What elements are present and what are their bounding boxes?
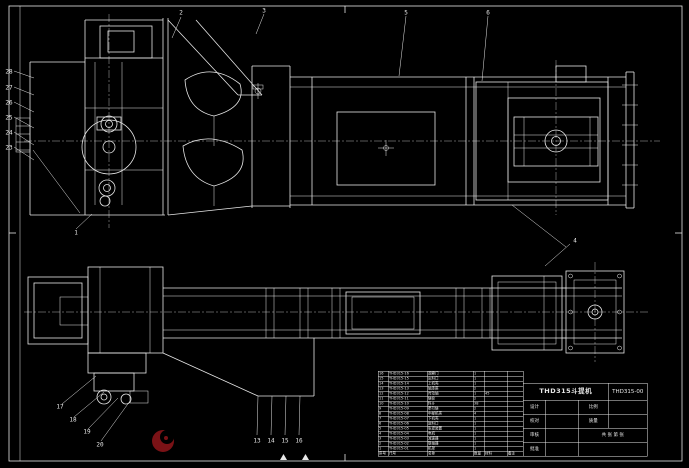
callout-20: 20 [96, 442, 104, 449]
stamp-logo [152, 430, 174, 452]
approve-value [546, 442, 579, 457]
callout-2: 2 [179, 10, 183, 17]
callout-leaders [13, 13, 571, 442]
check-label: 校对 [523, 414, 546, 429]
company-cell [578, 442, 648, 457]
callout-4: 4 [573, 238, 577, 245]
border-tick-mark [280, 454, 287, 460]
bucket [182, 138, 244, 187]
approve-label: 批准 [523, 442, 546, 457]
scale-label: 比例 [578, 400, 609, 415]
bucket-section [167, 18, 291, 216]
elevator-head-plan [27, 266, 164, 354]
callout-6: 6 [486, 10, 490, 17]
callout-26: 26 [5, 100, 13, 107]
centerlines [24, 14, 660, 362]
drawing-title: THD315斗提机 [523, 383, 609, 401]
head-wheel [81, 119, 137, 175]
mass-value [608, 414, 648, 429]
callout-16: 16 [295, 438, 303, 445]
sheet-info: 共 张 第 张 [578, 428, 648, 443]
scale-value [608, 400, 648, 415]
drive-shaft-hub [544, 129, 568, 153]
callout-19: 19 [83, 429, 91, 436]
ladder [15, 117, 31, 153]
callout-1: 1 [74, 230, 78, 237]
callout-18: 18 [69, 417, 77, 424]
callout-5: 5 [404, 10, 408, 17]
callout-3: 3 [262, 8, 266, 15]
end-flange-plate [565, 270, 625, 354]
callout-17: 17 [56, 404, 64, 411]
check-value [546, 414, 579, 429]
conveyor-duct-side [290, 76, 626, 206]
drive-assembly-plan [491, 270, 625, 354]
side-view [15, 18, 638, 216]
callout-28: 28 [5, 69, 13, 76]
callout-23: 23 [5, 145, 13, 152]
drawing-number: THD315-00 [608, 383, 648, 401]
title-block: THD315斗提机 THD315-00 设计 比例 校对 质量 审核 共 张 第… [523, 383, 648, 457]
mass-label: 质量 [578, 414, 609, 429]
bucket [184, 71, 242, 117]
audit-label: 审核 [523, 428, 546, 443]
callout-24: 24 [5, 130, 13, 137]
drive-assembly-side [475, 65, 638, 209]
motor-pulley [96, 389, 112, 405]
vent-box [555, 65, 587, 83]
callout-15: 15 [281, 438, 289, 445]
audit-value [546, 428, 579, 443]
parts-table-header-row: 序号代号名称数量材料备注 [378, 451, 524, 457]
drive-unit-plan [87, 352, 149, 405]
callout-14: 14 [267, 438, 275, 445]
plan-view [27, 266, 625, 405]
inspection-door-plan [345, 291, 421, 335]
callout-27: 27 [5, 85, 13, 92]
conveyor-duct-plan [162, 287, 622, 397]
inspection-door-side [336, 111, 436, 186]
drawing-border [8, 5, 683, 462]
design-value [546, 400, 579, 415]
design-label: 设计 [523, 400, 546, 415]
elevator-head-section [15, 18, 165, 216]
border-tick-mark [302, 454, 309, 460]
callout-25: 25 [5, 115, 13, 122]
callout-13: 13 [253, 438, 261, 445]
